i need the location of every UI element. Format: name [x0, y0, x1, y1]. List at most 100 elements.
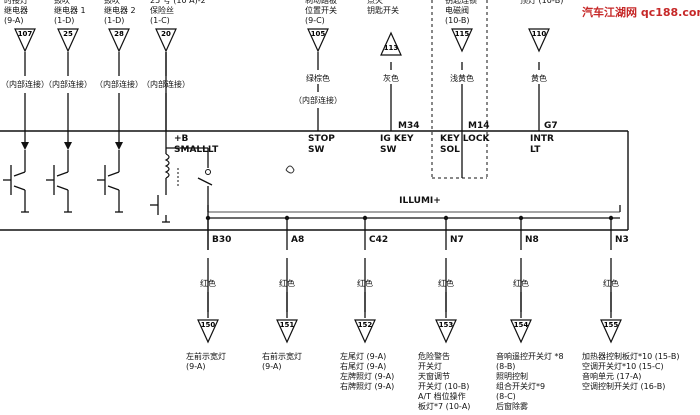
destination-label: 右牌照灯 (9-A): [340, 382, 395, 391]
internal-connection-label: （内部连接）: [142, 80, 190, 89]
transistor-lead: [56, 171, 69, 177]
ecu-pin-name: STOP: [308, 134, 335, 144]
connector-ref: 113: [384, 44, 399, 52]
ecu-pin-name: SW: [308, 145, 325, 155]
destination-label: 后窗除雾: [496, 402, 528, 411]
ecu-pin-name: LT: [530, 145, 541, 155]
connector-ref: 25: [63, 30, 73, 38]
diode-symbol: [21, 142, 29, 150]
junction-dot: [443, 215, 449, 221]
diode-symbol: [64, 142, 72, 150]
destination-label: A/T 档位操作: [418, 392, 466, 401]
top-connector-label: 25 号 (10 A)-2: [150, 0, 206, 5]
wire-color-label: 绿棕色: [306, 74, 330, 83]
destination-label: 开关灯: [418, 362, 442, 371]
junction-dot: [284, 215, 290, 221]
connector-ref: 28: [114, 30, 124, 38]
ecu-pin-name: +B: [174, 134, 189, 144]
top-connector-label: (1-D): [54, 16, 75, 25]
destination-label: 音响遥控开关灯 *8: [496, 352, 564, 361]
destination-label: 右前示宽灯: [262, 352, 302, 361]
connector-ref: 154: [514, 321, 529, 329]
wire-color-label: 浅黄色: [450, 74, 474, 83]
transistor-lead: [107, 171, 120, 177]
relay-coil: [164, 153, 170, 179]
connector-ref: 151: [280, 321, 295, 329]
ecu-pin-name: IG KEY: [380, 134, 414, 144]
destination-label: (9-A): [186, 362, 206, 371]
wire-color-label: 黄色: [531, 74, 547, 83]
top-connector-label: 电磁阀: [445, 6, 469, 15]
top-connector-label: 鼓吹: [54, 0, 70, 5]
transistor-lead: [13, 185, 26, 191]
transistor-lead: [56, 185, 69, 191]
connector-triangle: [197, 319, 219, 344]
top-connector-label: 钥匙开关: [367, 6, 399, 15]
top-connector-label: 钥匙连锁: [445, 0, 477, 5]
relay-switch: [197, 177, 213, 186]
connector-triangle: [108, 28, 130, 53]
bus-label: ILLUMI+: [399, 196, 441, 206]
top-connector-label: 继电器 2: [104, 6, 136, 15]
ecu-pin-number: M14: [468, 121, 490, 131]
connector-triangle: [510, 319, 532, 344]
wire-color-label: 红色: [438, 279, 454, 288]
connector-triangle: [276, 319, 298, 344]
internal-connection-label: （内部连接）: [294, 96, 342, 105]
ecu-pin-name: INTR: [530, 134, 554, 144]
connector-triangle: [14, 28, 36, 53]
transistor-lead: [13, 171, 26, 177]
connector-ref: 20: [161, 30, 171, 38]
destination-label: 组合开关灯*9: [496, 382, 546, 391]
top-connector-label: 保险丝: [150, 6, 174, 15]
top-connector-label: 继电器: [4, 6, 28, 15]
top-connector-label: (9-C): [305, 16, 325, 25]
connector-triangle: [528, 28, 550, 53]
connector-ref: 152: [358, 321, 373, 329]
connector-triangle: [354, 319, 376, 344]
top-connector-label: (1-C): [150, 16, 170, 25]
ecu-pin-name: SOL: [440, 145, 460, 155]
destination-label: 左尾灯 (9-A): [340, 352, 387, 361]
ecu-pin-name: KEY LOCK: [440, 134, 490, 144]
junction-dot: [205, 215, 211, 221]
connector-triangle: [57, 28, 79, 53]
top-connector-label: 顶灯 (10-B): [520, 0, 564, 5]
destination-label: (8-B): [496, 362, 516, 371]
ecu-pin-name: SMALLLT: [174, 145, 219, 155]
destination-label: 板灯*7 (10-A): [418, 402, 471, 411]
top-connector-label: (10-B): [445, 16, 470, 25]
internal-connection-label: （内部连接）: [44, 80, 92, 89]
junction-dot: [362, 215, 368, 221]
output-pin-number: N3: [615, 235, 629, 245]
wire-color-label: 红色: [603, 279, 619, 288]
transistor-lead: [107, 185, 120, 191]
wire-color-label: 红色: [200, 279, 216, 288]
destination-label: 危险警告: [418, 352, 450, 361]
connector-ref: 115: [455, 30, 470, 38]
relay-contact: [205, 169, 211, 175]
wire-color-label: 红色: [513, 279, 529, 288]
destination-label: (9-A): [262, 362, 282, 371]
top-connector-label: 位置开关: [305, 6, 337, 15]
wire-color-label: 红色: [279, 279, 295, 288]
destination-label: 天窗调节: [418, 372, 450, 381]
ecu-pin-number: M34: [398, 121, 420, 131]
connector-triangle: [451, 28, 473, 53]
destination-label: 左前示宽灯: [186, 352, 226, 361]
ecu-pin-name: SW: [380, 145, 397, 155]
top-connector-label: (9-A): [4, 16, 24, 25]
connector-triangle: [380, 31, 402, 56]
connector-ref: 150: [201, 321, 216, 329]
output-pin-number: B30: [212, 235, 232, 245]
connector-triangle: [307, 28, 329, 53]
wire-color-label: 红色: [357, 279, 373, 288]
top-connector-label: (1-D): [104, 16, 125, 25]
connector-ref: 110: [532, 30, 547, 38]
connector-triangle: [435, 319, 457, 344]
connector-ref: 107: [18, 30, 33, 38]
connector-triangle: [155, 28, 177, 53]
cursor-hand-icon: [285, 165, 295, 174]
destination-label: 空调控制开关灯 (16-B): [582, 382, 666, 391]
